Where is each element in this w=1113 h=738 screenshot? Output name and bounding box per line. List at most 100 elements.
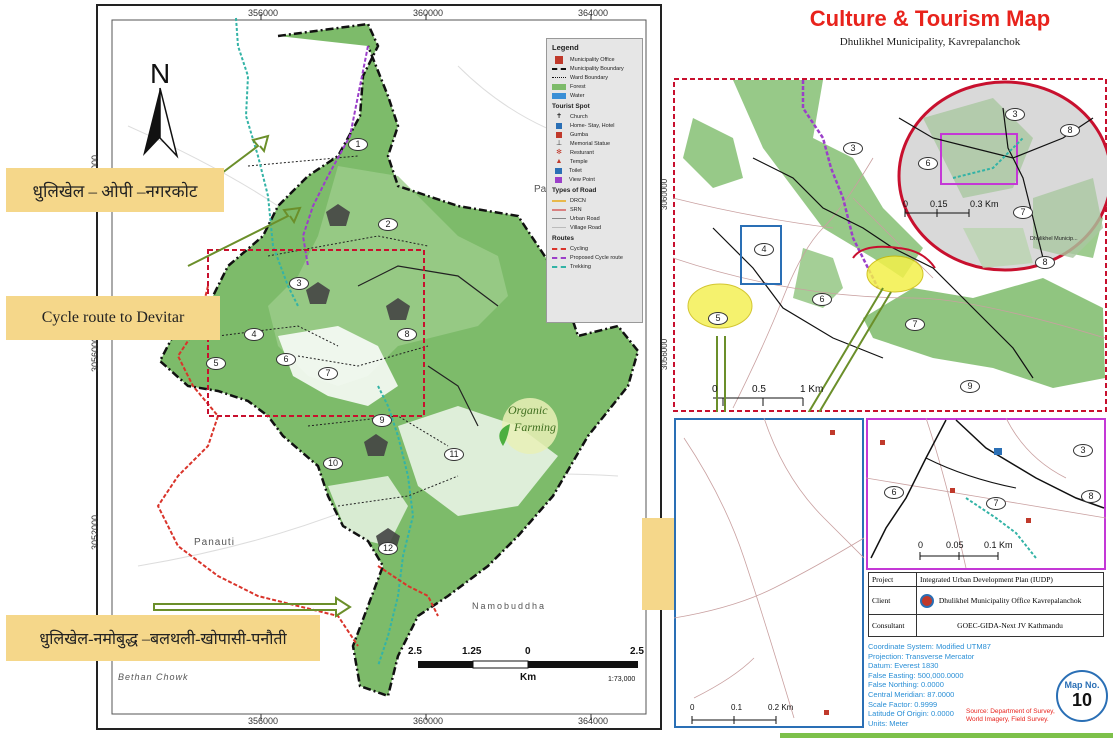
inset-ward-4: 4	[754, 243, 774, 256]
scalebar-label-2: 1.25	[462, 646, 482, 657]
ward-boundary-swatch	[552, 77, 566, 78]
coord-line-4: False Easting: 500,000.0000	[868, 670, 964, 680]
place-bethan-chowk: Bethan Chowk	[118, 672, 189, 682]
inset-blue-box	[740, 225, 782, 285]
legend-item-gumba: Gumba	[552, 130, 637, 139]
legend-item-memorial: ⊥Memorial Statue	[552, 139, 637, 148]
info-row-client: Client Dhulikhel Municipality Office Kav…	[868, 586, 1104, 615]
map-number-label: Map No.	[1064, 680, 1100, 690]
ward-label-8: 8	[397, 328, 417, 341]
ward-label-5: 5	[206, 357, 226, 370]
map-number-badge: Map No. 10	[1056, 670, 1108, 722]
cycling-swatch	[552, 247, 566, 250]
inset-scale-0: 0	[712, 384, 718, 395]
place-namobuddha: Namobuddha	[472, 601, 547, 611]
callout-dhulikhel-namobuddha: धुलिखेल-नमोबुद्ध –बलथली-खोपासी-पनौती	[6, 615, 320, 661]
coord-line-8: Latitude Of Origin: 0.0000	[868, 709, 954, 719]
circle-ward-7: 7	[1013, 206, 1033, 219]
inset-map-purple[interactable]	[866, 418, 1106, 570]
north-label: N	[150, 58, 171, 89]
ward-label-7: 7	[318, 367, 338, 380]
legend-item-urban-road: Urban Road	[552, 214, 637, 223]
legend-item-proposed-cycle: Proposed Cycle route	[552, 253, 637, 262]
map-title: Culture & Tourism Map	[809, 6, 1051, 31]
inset-map-main[interactable]	[673, 78, 1107, 412]
grid-top-x-2: 360000	[413, 8, 444, 18]
coord-line-3: Datum: Everest 1830	[868, 661, 939, 671]
circle-scale-1: 0.15	[930, 199, 948, 209]
north-arrow-graphic	[143, 87, 179, 159]
blue-scale-1: 0.1	[731, 703, 743, 712]
coord-line-1: Coordinate System: Modified UTM87	[868, 642, 991, 651]
trekking-swatch	[552, 265, 566, 268]
toilet-icon	[555, 167, 562, 174]
info-row-consultant: Consultant GOEC-GIDA-Next JV Kathmandu	[868, 614, 1104, 637]
purple-scale-0: 0	[918, 540, 924, 550]
purple-ward-8: 8	[1081, 490, 1101, 503]
place-pa: Pa	[534, 184, 547, 195]
circle-ward-8: 8	[1060, 124, 1080, 137]
bottom-accent-bar	[780, 733, 1113, 738]
inset-map-blue[interactable]	[674, 418, 864, 728]
grid-left-y-2: 3056000	[90, 336, 100, 372]
legend-item-trekking: Trekking	[552, 262, 637, 271]
callout-cycle-route: Cycle route to Devitar	[6, 296, 220, 340]
ward-label-2: 2	[378, 218, 398, 231]
info-client-label: Client	[868, 586, 917, 615]
church-icon: ✝	[556, 112, 562, 120]
ward-label-4: 4	[244, 328, 264, 341]
info-consultant-label: Consultant	[868, 614, 917, 637]
circle-office-label: Dhulikhel Municip...	[1030, 236, 1078, 242]
circle-ward-3: 3	[1005, 108, 1025, 121]
inset-ward-7: 7	[905, 318, 925, 331]
coord-line-7: Scale Factor: 0.9999	[868, 699, 938, 709]
temple-icon: ▲	[555, 157, 563, 165]
inset-grid-y-1: 3060000	[660, 178, 669, 210]
municipality-seal-icon	[920, 593, 934, 608]
source-note: Source: Department of Survey, World Imag…	[966, 708, 1055, 724]
legend-item-srn: SRN	[552, 205, 637, 214]
legend-item-viewpoint: View Point	[552, 175, 637, 184]
coord-line-5: False Northing: 0.0000	[868, 680, 944, 690]
blue-scale-2: 0.2 Km	[768, 703, 794, 712]
grid-bottom-x-3: 364000	[578, 716, 609, 726]
callout-dhulikhel-opi: धुलिखेल – ओपी –नगरकोट	[6, 168, 224, 212]
organic-farming-line1: Organic	[508, 403, 548, 417]
inset-ward-6: 6	[812, 293, 832, 306]
inset-scale-1: 0.5	[752, 384, 766, 395]
inset-purple-box	[940, 133, 1018, 185]
proposed-cycle-swatch	[552, 256, 566, 259]
village-road-swatch	[552, 227, 566, 228]
legend-item-temple: ▲Temple	[552, 157, 637, 166]
scalebar-label-3: 0	[525, 646, 531, 657]
restaurant-icon: ✻	[556, 148, 562, 156]
scalebar-unit: Km	[520, 672, 537, 683]
blue-scale-0: 0	[690, 703, 695, 712]
scalebar-ratio: 1:73,000	[608, 676, 636, 683]
srn-swatch	[552, 208, 566, 211]
inset-grid-y-2: 3056000	[660, 338, 669, 370]
view-point-icon	[555, 176, 562, 183]
organic-farming-line2: Farming	[514, 420, 556, 434]
map-subtitle: Dhulikhel Municipality, Kavrepalanchok	[839, 36, 1021, 48]
purple-ward-6: 6	[884, 486, 904, 499]
inset-ward-5: 5	[708, 312, 728, 325]
water-swatch	[552, 92, 566, 99]
highlight-ellipse-5	[687, 283, 753, 329]
scalebar-graphic	[418, 660, 638, 669]
purple-ward-7: 7	[986, 497, 1006, 510]
memorial-statue-icon: ⊥	[555, 139, 563, 147]
legend-item-municipality-boundary: Municipality Boundary	[552, 64, 637, 73]
main-map[interactable]	[98, 6, 660, 728]
grid-bottom-x-1: 356000	[248, 716, 279, 726]
legend-item-homestay: Home- Stay, Hotel	[552, 121, 637, 130]
ward-label-9: 9	[372, 414, 392, 427]
inset-scale-2: 1 Km	[800, 384, 824, 395]
legend-item-water: Water	[552, 91, 637, 100]
legend-routes-title: Routes	[552, 235, 575, 242]
place-panauti: Panauti	[194, 537, 235, 548]
scalebar-label-1: 2.5	[408, 646, 422, 657]
coord-line-9: Units: Meter	[868, 718, 909, 728]
info-project-value: Integrated Urban Development Plan (IUDP)	[916, 572, 1104, 587]
source-line-2: World Imagery, Field Survey.	[966, 716, 1049, 723]
